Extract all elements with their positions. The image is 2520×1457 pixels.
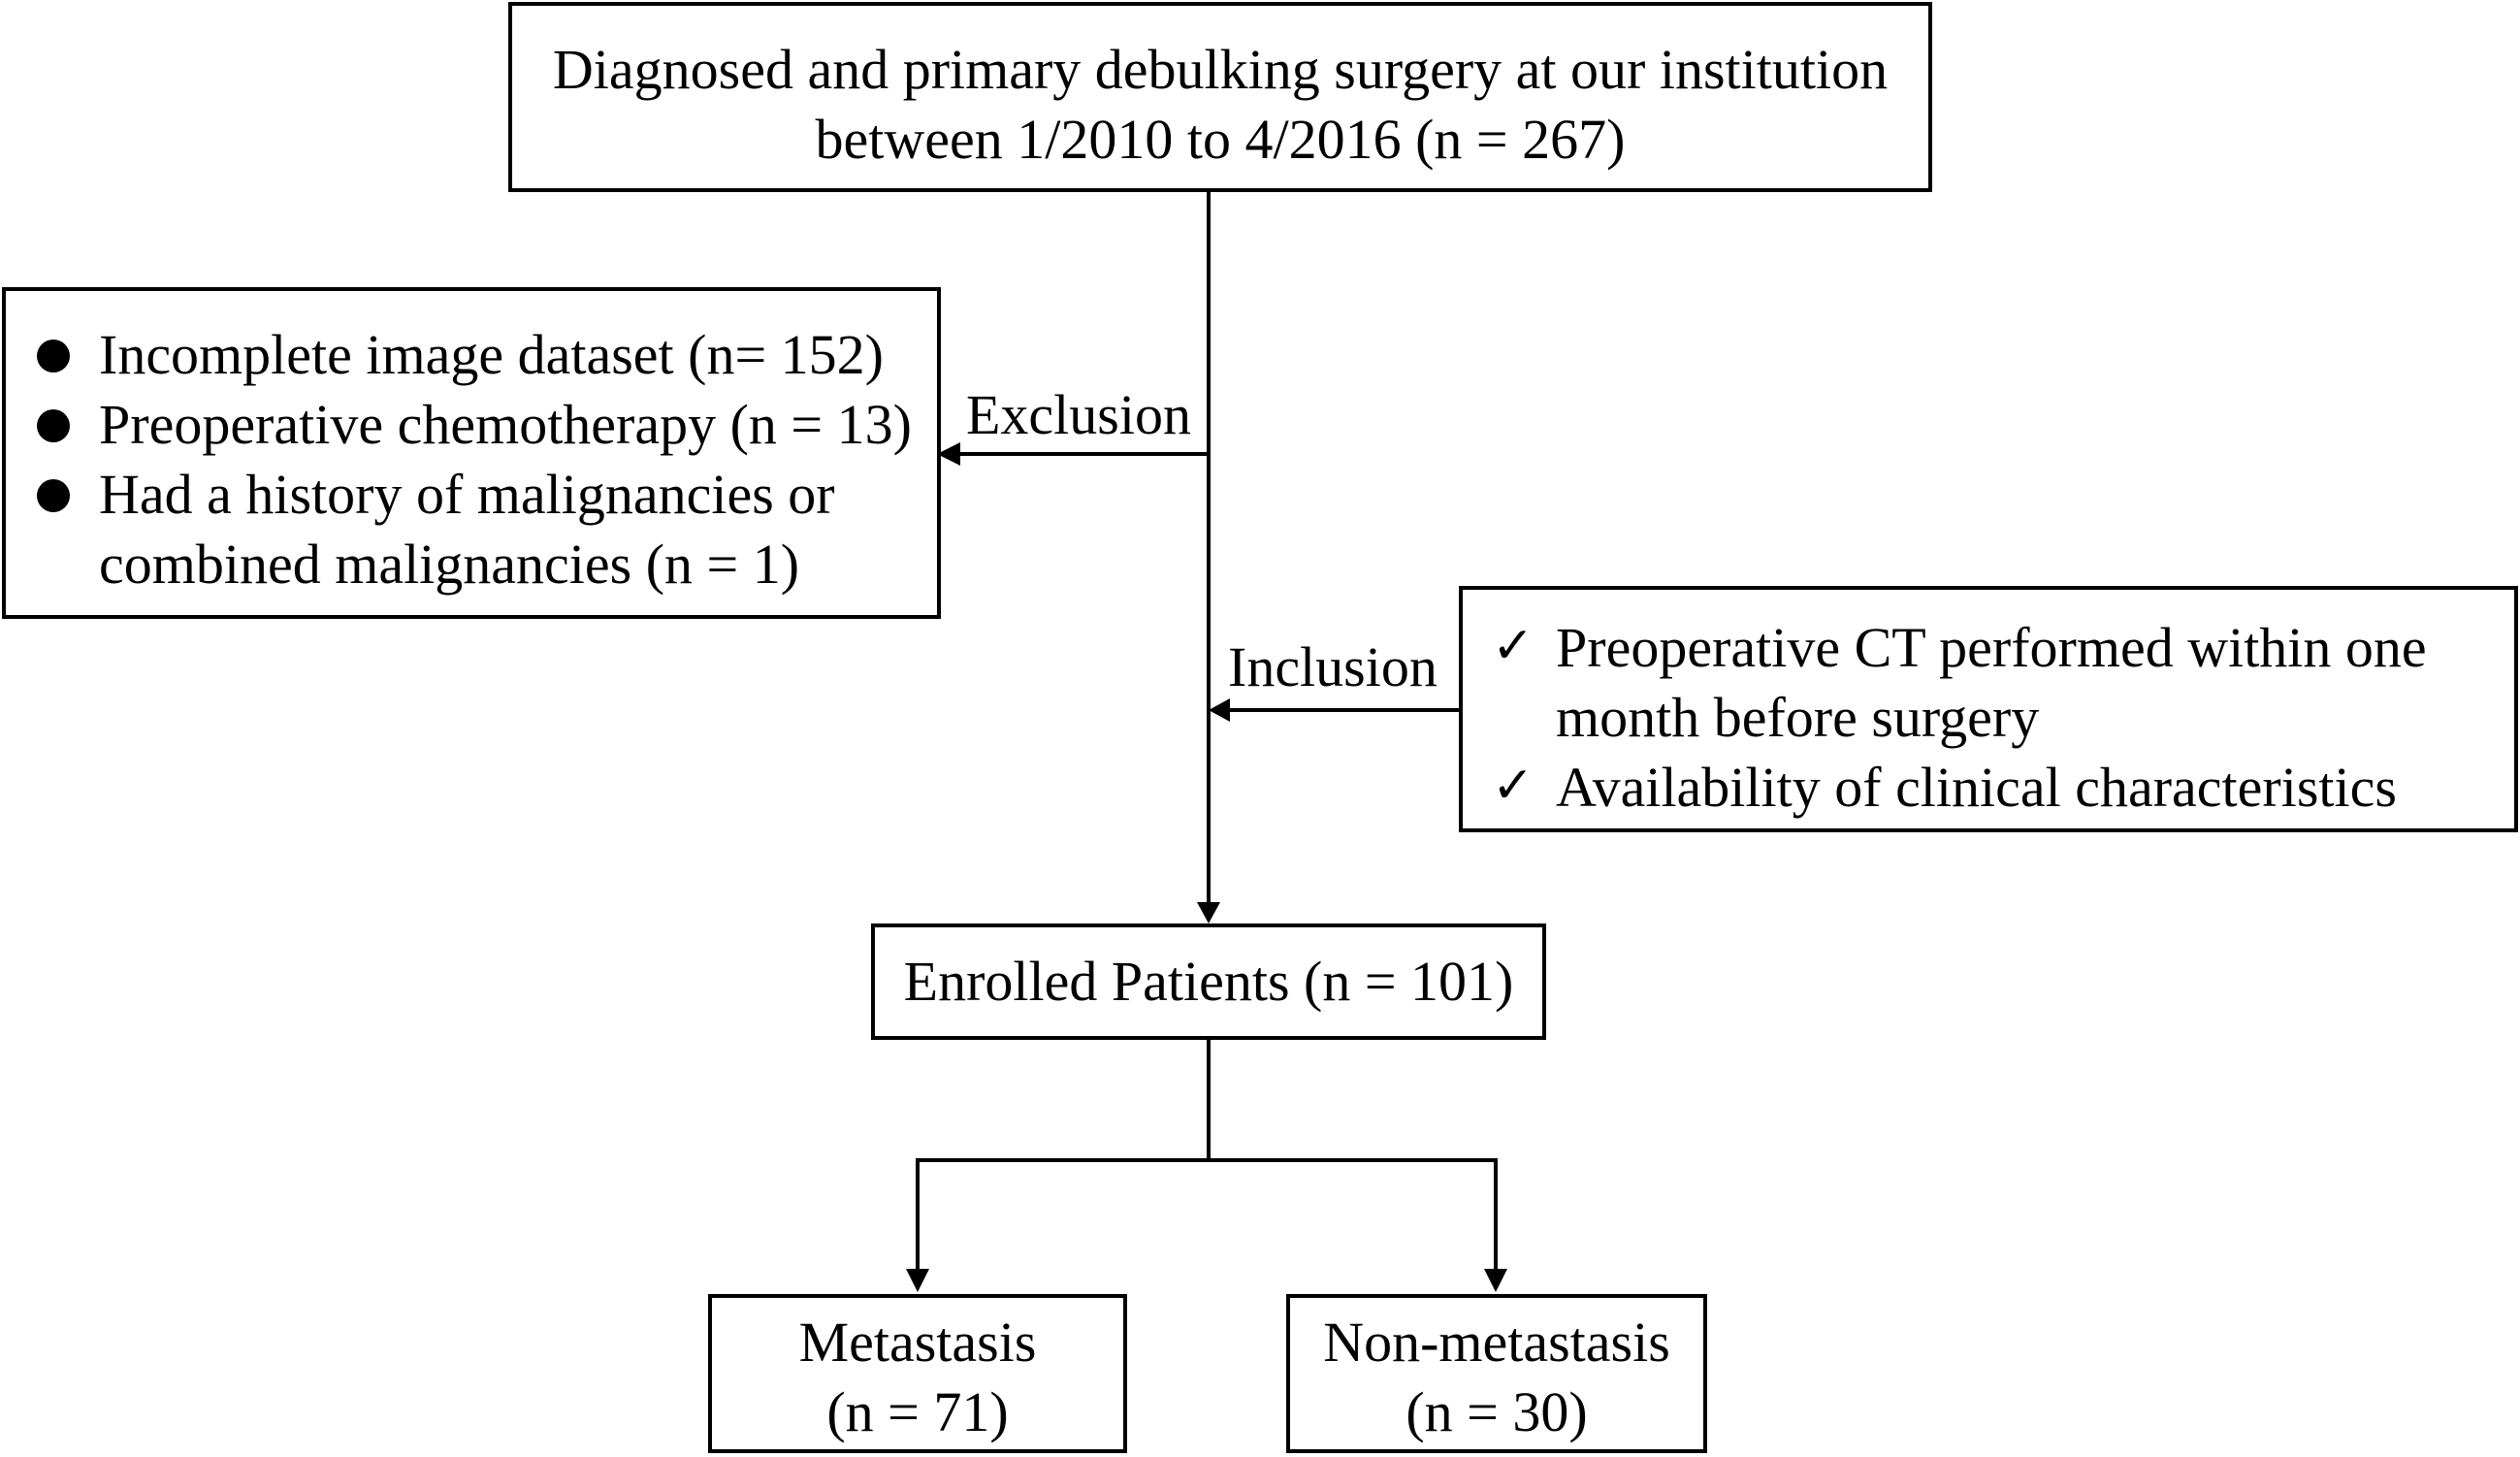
inclusion-item-month-before-surgery: month before surgery (1556, 686, 2040, 749)
diagnosed-line-2: between 1/2010 to 4/2016 (n = 267) (815, 108, 1626, 171)
non-metastasis-arrowhead (1484, 1269, 1507, 1292)
exclusion-item-incomplete-dataset: Incomplete image dataset (n= 152) (99, 323, 884, 386)
enrolled-box: Enrolled Patients (n = 101) (871, 923, 1546, 1040)
metastasis-box: Metastasis (n = 71) (708, 1294, 1127, 1453)
diagnosed-box: Diagnosed and primary debulking surgery … (508, 2, 1932, 192)
exclusion-box: Incomplete image dataset (n= 152) Preope… (2, 287, 941, 619)
diagnosed-line-1: Diagnosed and primary debulking surgery … (552, 38, 1889, 101)
bullet-icon (37, 340, 70, 372)
non-metastasis-label: Non-metastasis (1323, 1311, 1670, 1374)
exclusion-item-combined-malignancies: combined malignancies (n = 1) (99, 533, 800, 596)
inclusion-item-clinical-characteristics: Availability of clinical characteristics (1556, 756, 2397, 819)
inclusion-item-preoperative-ct: Preoperative CT performed within one (1556, 616, 2427, 679)
metastasis-count: (n = 71) (826, 1380, 1009, 1443)
enrolled-text: Enrolled Patients (n = 101) (903, 950, 1514, 1013)
exclusion-label: Exclusion (966, 383, 1191, 446)
non-metastasis-box: Non-metastasis (n = 30) (1286, 1294, 1707, 1453)
bullet-icon (37, 409, 70, 442)
non-metastasis-count: (n = 30) (1405, 1380, 1588, 1443)
inclusion-box: ✓ Preoperative CT performed within one m… (1459, 586, 2518, 832)
enrolled-arrowhead (1197, 902, 1220, 923)
checkmark-icon: ✓ (1492, 617, 1535, 675)
inclusion-label: Inclusion (1228, 635, 1438, 698)
metastasis-arrowhead (906, 1269, 929, 1292)
bullet-icon (37, 479, 70, 512)
metastasis-label: Metastasis (798, 1311, 1037, 1374)
checkmark-icon: ✓ (1492, 757, 1535, 815)
exclusion-item-history-malignancies: Had a history of malignancies or (99, 463, 835, 526)
exclusion-item-chemotherapy: Preoperative chemotherapy (n = 13) (99, 393, 912, 456)
exclusion-arrowhead (937, 442, 960, 466)
inclusion-arrowhead (1209, 698, 1230, 722)
